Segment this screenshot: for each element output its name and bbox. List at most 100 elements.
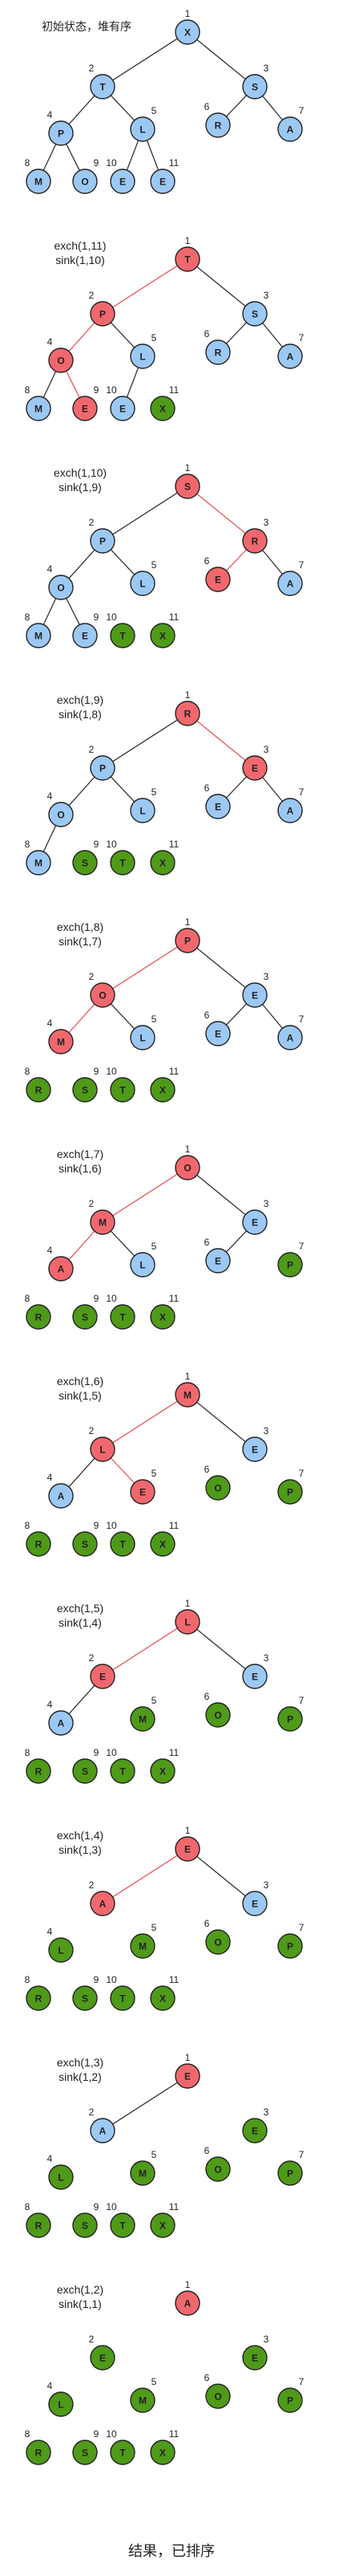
node-index: 2 [89,2107,95,2118]
node-key: R [35,1539,42,1550]
node-index: 11 [169,2201,180,2212]
node-circle [150,1304,176,1330]
node-index: 9 [94,2201,99,2212]
node-circle [277,1025,303,1050]
node-2: 2O [89,971,115,1008]
edge-1-2 [112,1855,178,1898]
node-key: X [159,858,166,869]
panel-2: exch(1,11)sink(1,10)1T2P3S4O5L6R7A8M9E10… [25,235,305,421]
node-index: 1 [185,462,191,473]
node-key: R [215,347,222,359]
edge-1-3 [196,493,246,534]
node-4: 4O [47,336,74,373]
node-key: E [252,2126,258,2137]
node-3: 3E [242,2107,269,2143]
node-key: X [159,1539,166,1550]
node-key: P [287,2168,293,2180]
node-circle [175,19,200,45]
node-1: 1M [175,1371,200,1408]
node-key: L [139,579,145,590]
node-circle [48,1029,74,1054]
node-index: 10 [106,1747,117,1758]
node-key: T [184,254,191,266]
node-key: S [82,858,88,869]
node-2: 2L [89,1425,115,1462]
node-index: 4 [47,1926,53,1937]
edge-4-8 [42,144,57,171]
node-index: 1 [185,8,191,19]
node-1: 1A [175,2279,200,2316]
node-8: 8R [25,1293,51,1330]
node-circle [242,755,268,781]
node-circle [90,2345,115,2371]
node-circle [277,1706,303,1732]
node-key: S [82,1993,88,2005]
edge-1-2 [112,265,178,308]
node-11: 11X [150,611,180,648]
node-index: 4 [47,2153,53,2164]
edge-3-6 [225,322,248,344]
node-circle [175,473,200,499]
node-circle [48,347,74,373]
node-index: 11 [169,384,180,396]
node-index: 1 [185,2279,191,2290]
node-key: S [82,1539,88,1550]
node-2: 2P [89,744,115,781]
node-index: 7 [299,1241,305,1252]
node-index: 7 [299,332,305,343]
node-circle [72,2212,98,2238]
node-key: E [252,1444,258,1456]
node-index: 5 [151,1014,157,1025]
node-key: M [139,2395,147,2407]
panel-10: exch(1,3)sink(1,2)1E2A3E4L5M6O7P8R9S10T1… [25,2052,305,2238]
edge-2-5 [110,322,135,348]
node-index: 4 [47,790,53,802]
node-4: 4L [47,1926,74,1963]
node-index: 2 [89,744,95,755]
node-circle [72,396,98,421]
node-index: 6 [204,1691,210,1702]
node-circle [130,1706,155,1732]
node-key: M [139,2168,147,2180]
node-index: 10 [106,1520,117,1531]
node-key: R [252,536,259,547]
edge-3-6 [225,1230,248,1253]
node-9: 9S [72,1066,99,1103]
node-circle [110,396,135,421]
node-circle [72,1077,98,1103]
step-label: exch(1,5) [57,1602,103,1615]
node-2: 2A [89,2107,115,2143]
edge-1-3 [196,1401,246,1443]
node-circle [242,301,268,327]
node-6: 6E [204,1010,231,1046]
node-circle [242,1891,268,1916]
node-key: A [287,579,294,590]
node-key: A [58,1718,65,1729]
node-key: E [99,1672,106,1683]
node-index: 7 [299,1695,305,1706]
node-index: 6 [204,782,210,794]
node-key: L [139,124,145,136]
node-index: 7 [299,1468,305,1479]
node-key: T [119,2220,126,2232]
node-key: T [119,1993,126,2005]
node-9: 9S [72,2201,99,2238]
node-circle [110,1077,135,1103]
node-4: 4A [47,1699,74,1736]
node-circle [205,1702,231,1728]
node-circle [150,1758,176,1784]
edge-2-5 [110,1230,135,1257]
node-key: R [215,120,222,132]
node-circle [26,1304,51,1330]
edge-2-5 [110,549,135,575]
node-circle [130,1933,155,1959]
node-index: 6 [204,555,210,567]
node-key: A [287,124,294,136]
edge-2-4 [68,1457,95,1488]
node-index: 8 [25,1520,30,1531]
node-5: 5L [130,786,157,823]
edge-2-4 [68,322,95,352]
node-index: 4 [47,1245,53,1256]
final-caption: 结果，已排序 [128,2543,215,2559]
node-11: 11X [150,1066,180,1103]
